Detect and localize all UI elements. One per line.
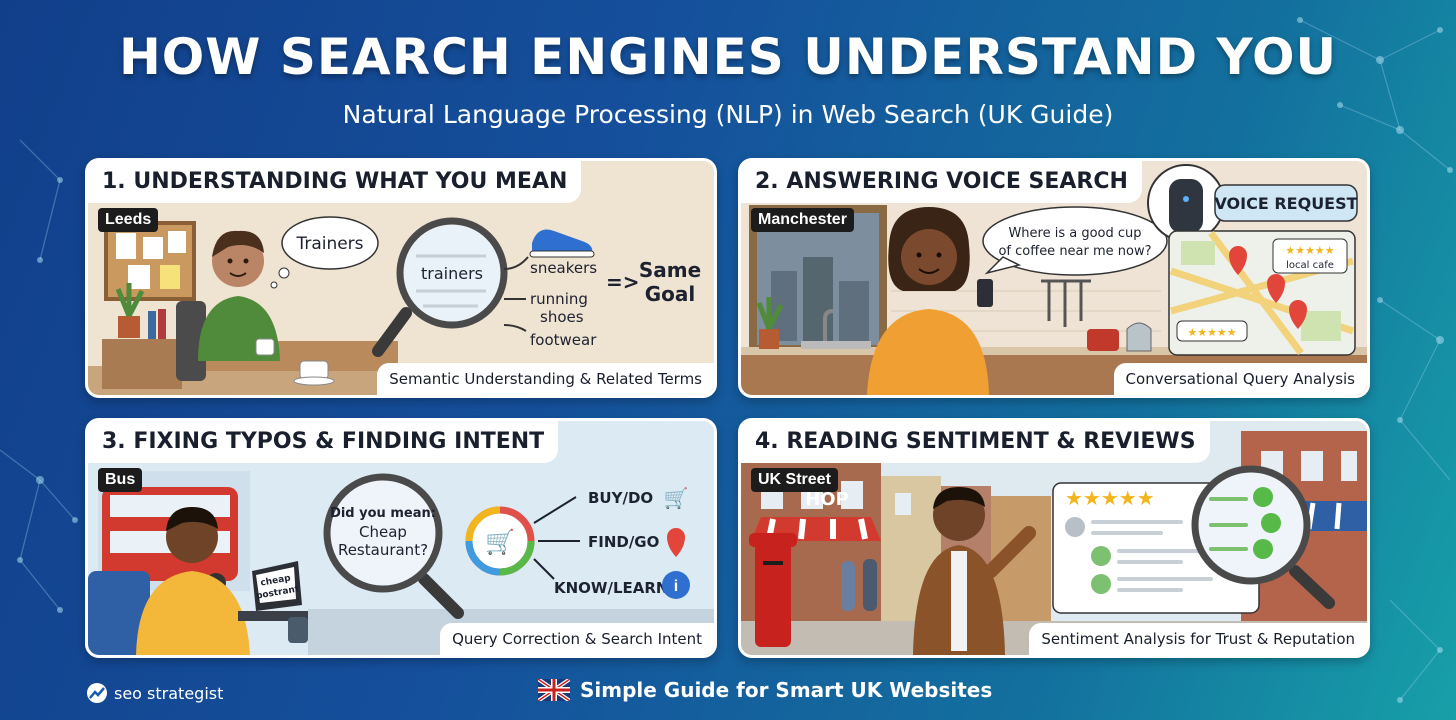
- map-pin-icon: [1229, 246, 1247, 275]
- location-pin-icon: [667, 528, 685, 557]
- brand-name: seo strategist: [114, 683, 224, 703]
- map-pin-icon: [1289, 300, 1307, 329]
- map-label: local cafe: [1286, 260, 1334, 271]
- related-term: sneakers: [530, 259, 597, 277]
- speech-text: Where is a good cup: [1008, 226, 1141, 241]
- panel-title: 2. ANSWERING VOICE SEARCH: [741, 161, 1142, 203]
- correction-text: Cheap: [359, 523, 407, 541]
- thought-bubble: [281, 216, 379, 270]
- chart-logo-icon: [87, 683, 107, 703]
- panel-title: 1. UNDERSTANDING WHAT YOU MEAN: [88, 161, 582, 203]
- scene-kitchen-illustration: Where is a good cup of coffee near me no…: [741, 161, 1367, 395]
- uk-flag-icon: [538, 679, 570, 701]
- panel-sentiment-reviews: HOP ★★★★★ 4. RE: [738, 418, 1370, 658]
- magnifier-icon: [323, 473, 443, 593]
- panel-caption: Query Correction & Search Intent: [440, 623, 714, 655]
- cart-icon: 🛒: [485, 528, 515, 556]
- avatar-icon: [1065, 517, 1085, 537]
- page-title: HOW SEARCH ENGINES UNDERSTAND YOU: [118, 28, 1338, 86]
- sneaker-icon: [532, 229, 593, 253]
- star-rating-icon: ★★★★★: [1285, 245, 1334, 257]
- star-rating-icon: ★★★★★: [1065, 488, 1155, 510]
- footer-tagline: Simple Guide for Smart UK Websites: [580, 678, 993, 702]
- panel-understanding-meaning: Trainers trainers sneakers running shoes…: [85, 158, 717, 398]
- phone-icon: [977, 279, 993, 307]
- footer-tagline-block: Simple Guide for Smart UK Websites: [538, 678, 992, 702]
- coffee-cup: [299, 360, 329, 380]
- panel-caption: Semantic Understanding & Related Terms: [377, 363, 714, 395]
- svg-text:i: i: [674, 578, 678, 595]
- map-pin-icon: [1267, 274, 1285, 303]
- intent-label: BUY/DO: [588, 489, 653, 507]
- related-term: shoes: [540, 308, 584, 326]
- scene-street-illustration: HOP ★★★★★: [741, 421, 1367, 655]
- thought-text: Trainers: [295, 234, 363, 254]
- location-tag: UK Street: [751, 468, 838, 492]
- intent-label: KNOW/LEARN: [554, 579, 668, 597]
- voice-request-badge: [1214, 184, 1358, 222]
- panel-typos-intent: cheap postrant Did you mean: Cheap Resta…: [85, 418, 717, 658]
- related-term: footwear: [530, 331, 597, 349]
- info-icon: [662, 571, 690, 599]
- person-orange-sweater: [867, 309, 989, 395]
- smiley-icon: [1253, 539, 1273, 559]
- brand-logo[interactable]: seo strategist: [86, 682, 223, 704]
- location-tag: Manchester: [751, 208, 854, 232]
- panel-caption: Sentiment Analysis for Trust & Reputatio…: [1029, 623, 1367, 655]
- correction-text: Restaurant?: [338, 541, 428, 559]
- shop-sign: HOP: [805, 489, 849, 510]
- panel-title: 4. READING SENTIMENT & REVIEWS: [741, 421, 1210, 463]
- voice-request-label: VOICE REQUEST: [1214, 194, 1357, 213]
- location-tag: Bus: [98, 468, 143, 492]
- location-tag: Leeds: [98, 208, 159, 232]
- panel-title: 3. FIXING TYPOS & FINDING INTENT: [88, 421, 559, 463]
- card-reader: [288, 617, 308, 643]
- correction-text: Did you mean:: [330, 506, 436, 521]
- magnifier-icon: [396, 217, 508, 329]
- panel-caption: Conversational Query Analysis: [1113, 363, 1367, 395]
- magnifier-word: trainers: [421, 264, 483, 283]
- cooking-pot: [1087, 329, 1119, 351]
- avatar-icon: [1091, 546, 1111, 566]
- smart-speaker-icon: [1169, 179, 1203, 233]
- smiley-icon: [1253, 487, 1273, 507]
- person-yellow-sweater: [136, 571, 250, 655]
- avatar-icon: [1091, 574, 1111, 594]
- related-term: running: [530, 290, 588, 308]
- smiley-icon: [1261, 513, 1281, 533]
- goal-text: Same: [639, 258, 701, 282]
- goal-text: Goal: [645, 282, 696, 306]
- equals-arrow: =>: [606, 270, 640, 294]
- panel-voice-search: Where is a good cup of coffee near me no…: [738, 158, 1370, 398]
- page-subtitle: Natural Language Processing (NLP) in Web…: [342, 100, 1114, 129]
- speech-text: of coffee near me now?: [998, 244, 1151, 259]
- red-postbox: [755, 541, 791, 647]
- speech-bubble: [982, 206, 1168, 276]
- plant-pot: [118, 316, 140, 338]
- shopping-cart-icon: 🛒: [664, 486, 689, 510]
- star-rating-icon: ★★★★★: [1187, 327, 1236, 339]
- intent-label: FIND/GO: [588, 533, 659, 551]
